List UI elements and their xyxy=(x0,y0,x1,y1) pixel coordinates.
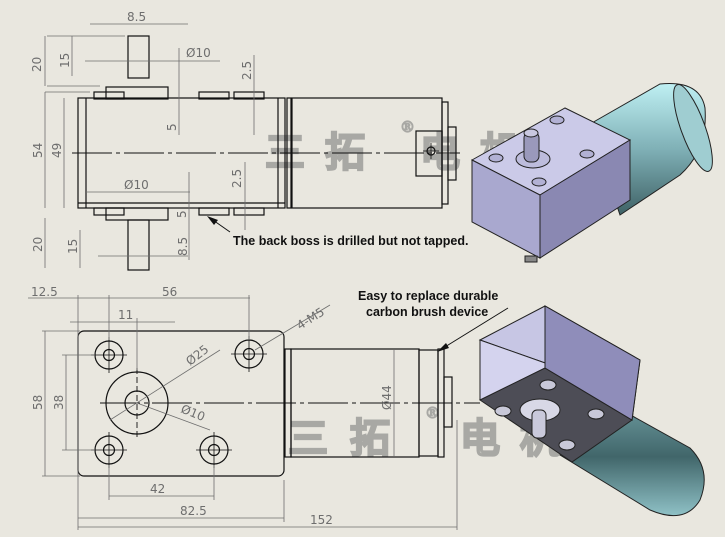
front-view-dim-labels: 12.5 56 11 Ø25 Ø10 4-M5 58 38 42 82.5 15… xyxy=(31,285,394,527)
carbon-brush-note-line2: carbon brush device xyxy=(366,305,488,319)
dim-boss-height-bottom: 2.5 xyxy=(230,169,244,188)
flange-top xyxy=(105,86,169,100)
boss-top xyxy=(198,91,230,100)
mounting-hole xyxy=(231,336,267,372)
back-boss xyxy=(198,207,230,216)
isometric-view-bottom xyxy=(478,305,705,517)
dim-hole-spacing-bottom: 42 xyxy=(150,482,165,496)
watermark-char: 拓 xyxy=(350,416,390,462)
front-view-dimensions xyxy=(28,295,458,530)
registered-mark: ® xyxy=(425,404,440,422)
dim-shaft-dia: Ø10 xyxy=(186,46,211,60)
dim-boss-thickness-top: 5 xyxy=(165,123,179,131)
mounting-hole xyxy=(196,432,232,468)
back-boss-note: The back boss is drilled but not tapped. xyxy=(207,216,468,248)
output-shaft-top xyxy=(127,35,150,79)
back-boss-note-text: The back boss is drilled but not tapped. xyxy=(233,234,468,248)
dim-thread: 4-M5 xyxy=(294,305,327,333)
carbon-brush-note-line1: Easy to replace durable xyxy=(358,289,498,303)
top-view-dim-labels: 8.5 20 15 Ø10 2.5 5 54 49 Ø10 2.5 5 20 1… xyxy=(30,10,254,256)
dim-shaft-dia-front: Ø10 xyxy=(179,402,207,424)
dim-hole-spacing-top: 56 xyxy=(162,285,177,299)
dim-edge-offset: 12.5 xyxy=(31,285,58,299)
mounting-hole xyxy=(91,337,127,373)
dim-body-height: 54 xyxy=(31,143,45,158)
top-view-dimensions xyxy=(44,23,255,268)
dim-motor-dia: Ø44 xyxy=(380,385,394,410)
dim-body-width: 82.5 xyxy=(180,504,207,518)
watermark-char: 三 xyxy=(288,416,328,462)
dim-overall-length: 152 xyxy=(310,513,333,527)
top-view xyxy=(72,35,460,271)
dim-shaft-flat-bottom: 15 xyxy=(66,239,80,254)
output-shaft-iso-bottom xyxy=(531,409,547,439)
brush-cap xyxy=(415,130,443,177)
dim-boss-height-top: 2.5 xyxy=(240,61,254,80)
dim-inner-height: 49 xyxy=(50,143,64,158)
dim-shaft-length: 20 xyxy=(30,57,44,72)
carbon-brush-note: Easy to replace durable carbon brush dev… xyxy=(358,289,509,352)
dim-shaft-offset-bottom: 8.5 xyxy=(176,237,190,256)
isometric-view-top xyxy=(470,83,713,263)
watermark-char: 电 xyxy=(460,416,500,462)
dim-boss-thickness-bottom: 5 xyxy=(175,210,189,218)
dim-shaft-flat: 15 xyxy=(58,53,72,68)
dim-height: 58 xyxy=(31,395,45,410)
mounting-hole xyxy=(91,432,127,468)
dim-shaft-length-bottom: 20 xyxy=(31,237,45,252)
dim-hole-spacing-vertical: 38 xyxy=(52,395,66,410)
dim-shaft-offset: 8.5 xyxy=(127,10,146,24)
output-shaft-bottom xyxy=(127,219,150,271)
registered-mark: ® xyxy=(400,118,415,136)
dim-shaft-dia-bottom: Ø10 xyxy=(124,178,149,192)
dim-shaft-offset-front: 11 xyxy=(118,308,133,322)
gearbox-side-face xyxy=(539,139,631,259)
